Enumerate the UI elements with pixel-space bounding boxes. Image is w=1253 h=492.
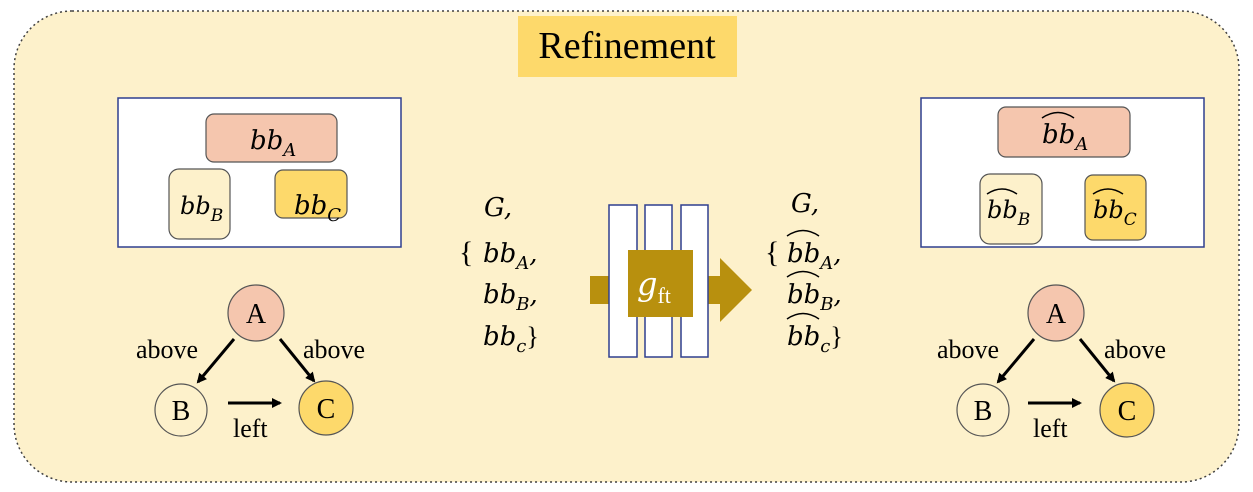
- right-node-c: [1099, 382, 1155, 438]
- right-box-c: [1084, 174, 1147, 241]
- output-line-bb-b: bbB,: [787, 280, 842, 315]
- model-label: gft: [637, 265, 671, 308]
- left-node-a: [227, 284, 285, 342]
- right-node-a-label: A: [1046, 299, 1067, 330]
- title: Refinement: [538, 25, 716, 67]
- right-box-a-label: bbA: [1042, 120, 1088, 155]
- right-hat-c: [1092, 188, 1124, 195]
- input-line-g: G,: [484, 193, 512, 223]
- right-edge-label-ac: above: [1104, 335, 1166, 364]
- left-edge-label-ac: above: [303, 335, 365, 364]
- left-edge-label-ab: above: [136, 335, 198, 364]
- input-line-open-brace: {: [459, 236, 473, 269]
- left-node-b: [154, 383, 208, 437]
- right-box-b: [979, 173, 1043, 245]
- right-edge-label-bc: left: [1033, 414, 1068, 443]
- output-hat-b: [786, 270, 820, 278]
- title-badge: [518, 16, 737, 77]
- right-box-a: [997, 106, 1131, 158]
- left-box-b: [168, 168, 231, 240]
- right-edge-label-ab: above: [937, 335, 999, 364]
- input-line-bb-b: bbB,: [483, 280, 538, 315]
- right-node-b: [956, 383, 1010, 437]
- left-node-b-label: B: [172, 396, 191, 427]
- right-box-b-label: bbB: [987, 196, 1030, 230]
- output-hat-c: [786, 312, 820, 320]
- model-core: [628, 250, 693, 317]
- left-box-a-label: bbA: [250, 126, 296, 161]
- left-box-c-label: bbC: [294, 191, 341, 226]
- left-layout-panel: bbA bbB bbC: [117, 97, 402, 248]
- left-scene-graph: A B C above above left: [136, 284, 365, 443]
- right-layout-panel: bbA bbB bbC: [920, 97, 1205, 248]
- output-line-g: G,: [791, 189, 819, 219]
- output-hat-a: [786, 229, 820, 237]
- left-edge-a-c: [278, 338, 316, 383]
- output-text: G, { bbA, bbB, bbc}: [765, 189, 843, 357]
- right-node-a: [1027, 284, 1085, 342]
- right-node-b-label: B: [974, 396, 993, 427]
- right-hat-b: [986, 188, 1018, 195]
- right-scene-graph: A B C above above left: [937, 284, 1166, 443]
- left-box-b-label: bbB: [180, 192, 223, 226]
- right-node-c-label: C: [1118, 396, 1137, 427]
- model-block: gft: [590, 204, 752, 358]
- output-line-open-brace: {: [765, 236, 779, 269]
- output-line-bb-a: bbA,: [787, 239, 842, 274]
- left-edge-a-b: [196, 338, 236, 384]
- input-line-bb-a: bbA,: [483, 239, 538, 274]
- right-hat-a: [1041, 111, 1075, 119]
- left-node-c-label: C: [317, 394, 336, 425]
- input-line-bb-c: bbc}: [483, 322, 539, 357]
- left-edge-label-bc: left: [233, 414, 268, 443]
- right-edge-a-c: [1078, 338, 1116, 383]
- right-box-c-label: bbC: [1093, 196, 1137, 230]
- right-edge-a-b: [996, 338, 1036, 384]
- left-node-c: [298, 380, 354, 436]
- left-node-a-label: A: [246, 299, 267, 330]
- left-box-a: [205, 113, 338, 163]
- left-box-c: [274, 169, 348, 219]
- input-text: G, { bbA, bbB, bbc}: [459, 193, 539, 357]
- output-line-bb-c: bbc}: [787, 322, 843, 357]
